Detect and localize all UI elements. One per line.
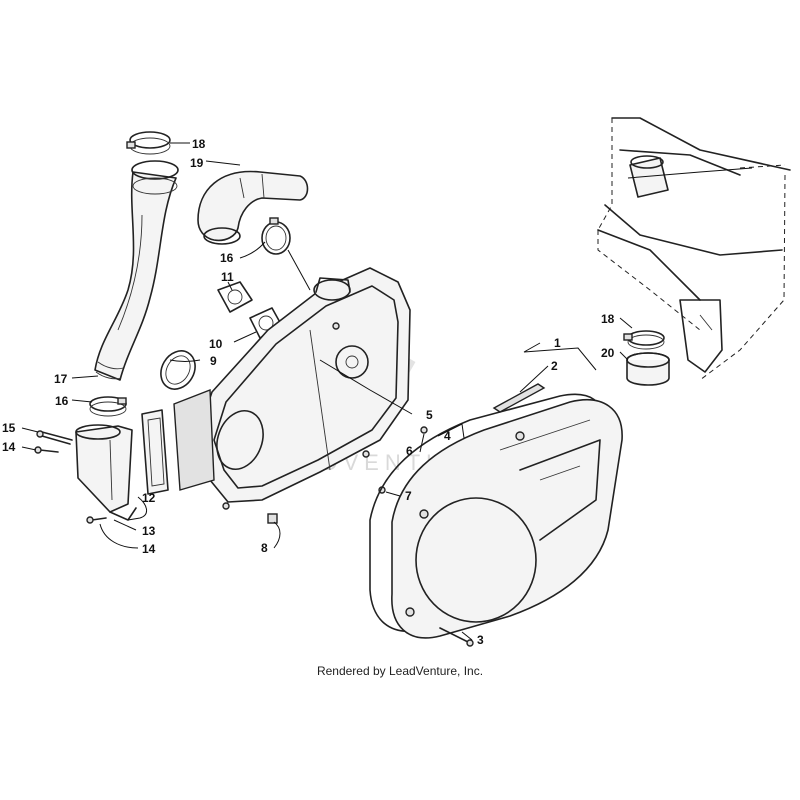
vehicle-frame-section <box>597 117 791 381</box>
clamp-left <box>126 131 171 155</box>
gasket-11 <box>217 281 253 313</box>
intake-hose <box>94 160 179 381</box>
callout-18-right: 18 <box>601 312 615 326</box>
callout-10: 10 <box>209 337 223 351</box>
screw-14-lower <box>86 516 107 524</box>
callout-2: 2 <box>551 359 558 373</box>
callout-1: 1 <box>554 336 561 350</box>
fastener-6 <box>420 426 428 434</box>
callout-8: 8 <box>261 541 268 555</box>
intake-adapter <box>75 424 137 521</box>
callout-16-upper: 16 <box>220 251 234 265</box>
fastener-8 <box>267 513 278 524</box>
callout-17: 17 <box>54 372 68 386</box>
callout-6: 6 <box>406 444 413 458</box>
duct-elbow <box>197 170 309 245</box>
clamp-upper <box>261 217 291 255</box>
gasket-12 <box>141 409 169 495</box>
decal-2 <box>492 383 546 413</box>
clamp-right <box>623 330 665 350</box>
screw-14-upper <box>34 446 59 454</box>
callout-12: 12 <box>142 491 156 505</box>
callout-19: 19 <box>190 156 204 170</box>
sleeve-right <box>626 352 670 386</box>
clamp-lower-left <box>89 396 127 417</box>
callout-14-upper: 14 <box>2 440 16 454</box>
callout-9: 9 <box>210 354 217 368</box>
callout-11: 11 <box>221 270 234 284</box>
inner-cover <box>173 267 411 510</box>
leader-lines <box>21 142 753 641</box>
gasket-9 <box>160 350 196 390</box>
render-credit: Rendered by LeadVenture, Inc. <box>316 664 484 678</box>
callout-20: 20 <box>601 346 615 360</box>
callout-5: 5 <box>426 408 433 422</box>
callout-18-left: 18 <box>192 137 206 151</box>
callout-15: 15 <box>2 421 16 435</box>
callout-3: 3 <box>477 633 484 647</box>
outer-cover <box>391 399 623 639</box>
callout-labels: 18 19 16 11 10 9 17 16 15 14 12 13 14 8 … <box>2 137 615 647</box>
callout-4: 4 <box>444 429 451 443</box>
screw-15 <box>36 430 73 445</box>
callout-14-lower: 14 <box>142 542 156 556</box>
callout-7: 7 <box>405 489 412 503</box>
callout-13: 13 <box>142 524 156 538</box>
callout-16-lower: 16 <box>55 394 69 408</box>
screw-3 <box>439 627 474 647</box>
